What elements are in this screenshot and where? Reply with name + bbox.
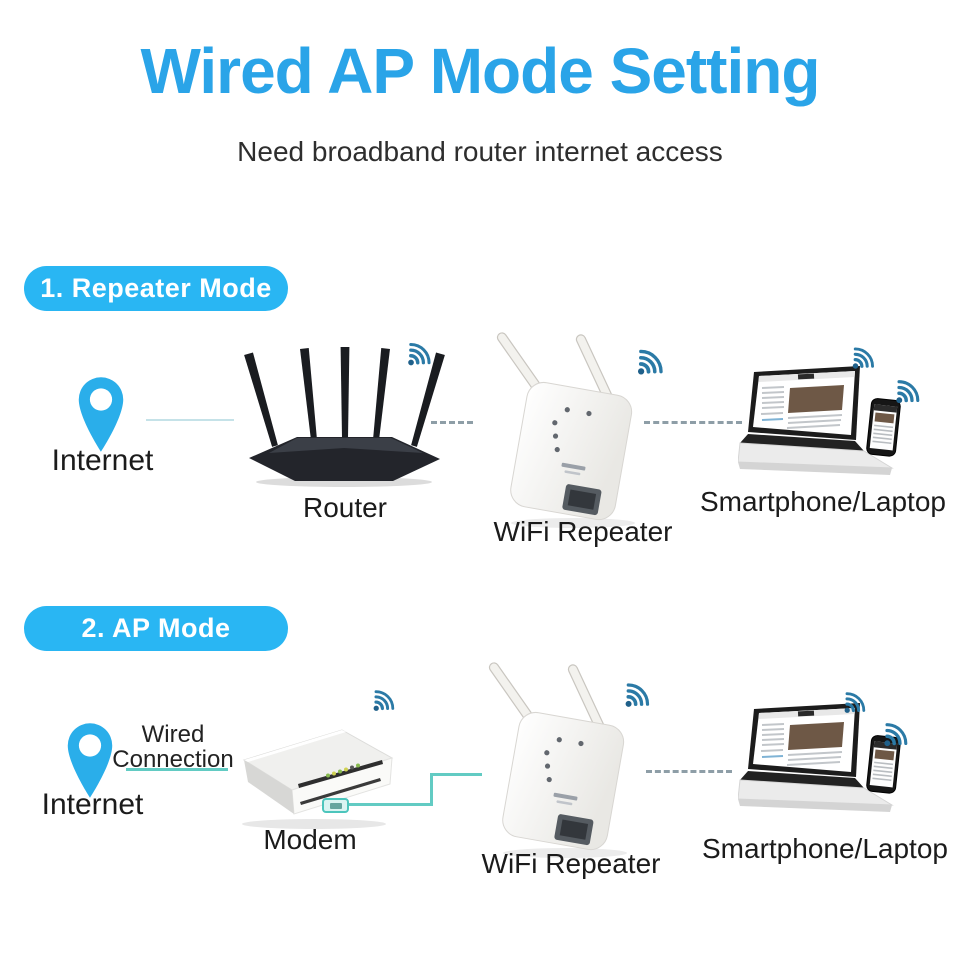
wifi-signal-icon [865, 707, 924, 766]
cable-segment-vertical [430, 774, 433, 806]
link-internet-router [146, 419, 234, 421]
wifi-signal-icon [389, 327, 446, 384]
repeater-mode-badge: 1. Repeater Mode [24, 266, 288, 311]
wifi-repeater-image [488, 322, 653, 537]
internet-label: Internet [41, 788, 144, 821]
ethernet-plug-icon [322, 798, 349, 813]
page-title: Wired AP Mode Setting [140, 35, 821, 107]
link-internet-modem [126, 768, 228, 771]
wifi-repeater-label: WiFi Repeater [493, 516, 673, 547]
internet-pin-icon [61, 718, 119, 807]
wired-connection-label: Wired Connection [108, 722, 238, 772]
wifi-signal-icon [877, 364, 936, 423]
ap-mode-badge: 2. AP Mode [24, 606, 288, 651]
wired-connection-line2: Connection [112, 746, 234, 773]
laptop-smartphone-image [737, 358, 916, 495]
modem-image [230, 718, 398, 841]
cable-segment-to-repeater [430, 773, 482, 776]
router-label: Router [302, 492, 388, 523]
link-router-repeater [431, 421, 473, 424]
laptop-smartphone-image [737, 695, 916, 832]
link-repeater-client [644, 421, 742, 424]
cable-segment-horizontal [349, 803, 432, 806]
modem-label: Modem [263, 824, 357, 855]
router-image [243, 336, 445, 493]
client-label: Smartphone/Laptop [702, 833, 948, 864]
ethernet-plug-pins [330, 803, 342, 809]
link-repeater-client [646, 770, 732, 773]
wifi-signal-icon [606, 666, 666, 726]
wired-connection-line1: Wired [141, 721, 205, 748]
wifi-signal-icon [827, 677, 880, 730]
wifi-repeater-image [480, 652, 645, 867]
wifi-signal-icon [618, 332, 681, 395]
internet-label: Internet [51, 444, 154, 477]
client-label: Smartphone/Laptop [700, 486, 946, 517]
page-subtitle: Need broadband router internet access [237, 136, 723, 167]
wifi-repeater-label: WiFi Repeater [481, 848, 661, 879]
internet-pin-icon [72, 372, 130, 461]
wifi-signal-icon [835, 332, 889, 386]
wifi-signal-icon [356, 675, 409, 728]
